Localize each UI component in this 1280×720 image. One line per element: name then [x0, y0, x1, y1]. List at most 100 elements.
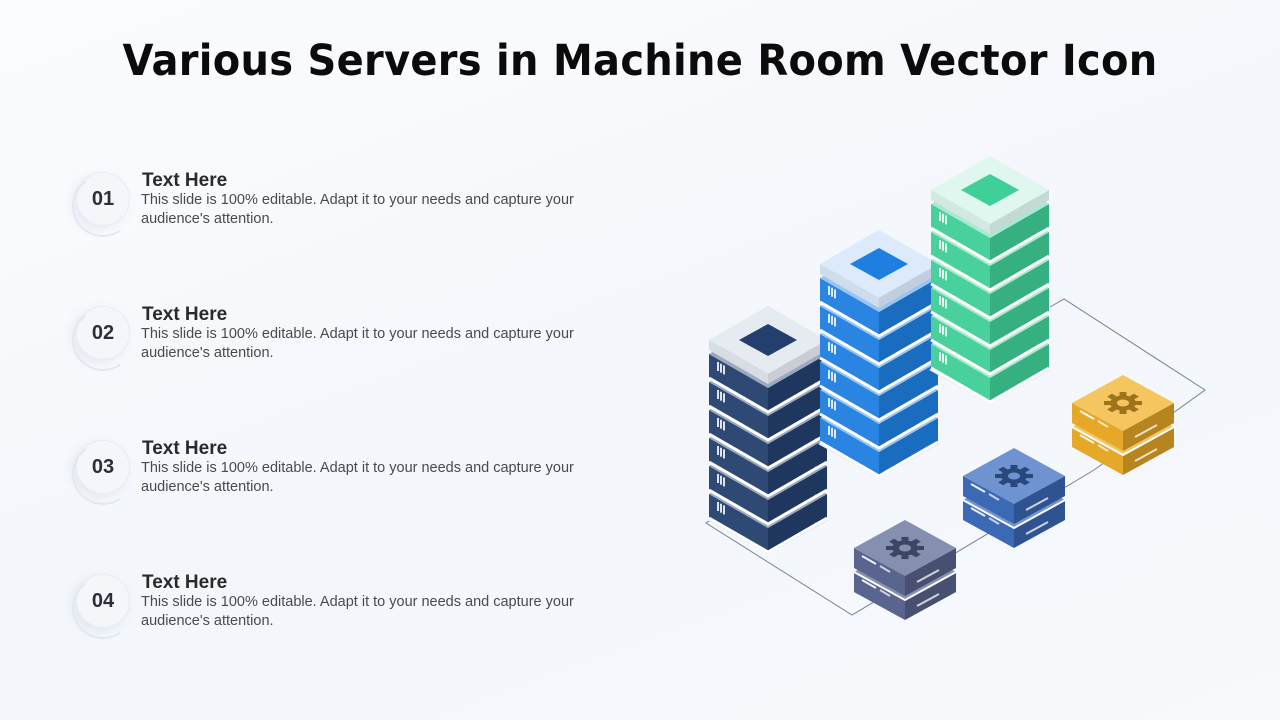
- led-strip: [879, 589, 891, 597]
- cap-panel: [739, 324, 797, 356]
- unit-seam: [819, 384, 939, 422]
- vent-slot: [945, 271, 947, 281]
- unit-seam: [930, 366, 1050, 404]
- vent-slot: [717, 362, 719, 371]
- vent-slot: [828, 314, 830, 323]
- unit-seam: [708, 432, 828, 470]
- vent-slot: [717, 502, 719, 511]
- vent-slot: [834, 401, 836, 411]
- vent-slot: [720, 447, 722, 457]
- vent-slot: [939, 268, 941, 277]
- item-heading: Text Here: [142, 170, 228, 191]
- vent-slot: [831, 371, 833, 381]
- vent-slot: [834, 345, 836, 355]
- unit-seam: [708, 488, 828, 526]
- tower-cap: [709, 306, 827, 384]
- vent-slot: [831, 399, 833, 409]
- vent-slot: [942, 269, 944, 279]
- led-strip: [1134, 424, 1158, 438]
- server-room-illustration: [705, 156, 1206, 620]
- led-strip: [1134, 448, 1158, 462]
- led-strip: [879, 565, 891, 573]
- led-strip: [1079, 410, 1095, 420]
- vent-slot: [723, 365, 725, 375]
- item-description: This slide is 100% editable. Adapt it to…: [141, 192, 574, 227]
- server-slab: [963, 448, 1065, 524]
- tower-cap: [820, 230, 938, 308]
- vent-slot: [828, 426, 830, 435]
- vent-slot: [945, 243, 947, 253]
- vent-slot: [717, 446, 719, 455]
- vent-slot: [717, 474, 719, 483]
- server-towers: [707, 156, 1051, 554]
- vent-slot: [834, 289, 836, 299]
- unit-seam: [708, 404, 828, 442]
- led-strip: [1097, 444, 1109, 452]
- slab-seam: [853, 571, 957, 602]
- vent-slot: [723, 421, 725, 431]
- vent-slot: [717, 390, 719, 399]
- unit-seam: [930, 226, 1050, 264]
- unit-seam: [819, 440, 939, 478]
- vent-slot: [828, 370, 830, 379]
- unit-seam: [708, 460, 828, 498]
- unit-seam: [708, 516, 828, 554]
- tower-cap: [931, 156, 1049, 234]
- vent-slot: [828, 342, 830, 351]
- vent-slot: [720, 391, 722, 401]
- led-strip: [988, 493, 1000, 501]
- unit-seam: [819, 356, 939, 394]
- vent-slot: [831, 427, 833, 437]
- item-heading: Text Here: [142, 438, 228, 459]
- vent-slot: [942, 213, 944, 223]
- vent-slot: [831, 287, 833, 297]
- number-badge: 02: [76, 306, 130, 360]
- vent-slot: [828, 286, 830, 295]
- blue-gear-server: [962, 448, 1066, 548]
- list-item-02: 02 Text Here This slide is 100% editable…: [76, 304, 596, 376]
- number-badge: 04: [76, 574, 130, 628]
- slab-seam: [962, 499, 1066, 530]
- led-strip: [916, 593, 940, 607]
- gear-icon: [1104, 391, 1142, 415]
- vent-slot: [828, 398, 830, 407]
- vent-slot: [723, 449, 725, 459]
- led-strip: [1025, 497, 1049, 511]
- vent-slot: [939, 296, 941, 305]
- list-item-04: 04 Text Here This slide is 100% editable…: [76, 572, 596, 644]
- vent-slot: [720, 503, 722, 513]
- vent-slot: [834, 429, 836, 439]
- led-strip: [916, 569, 940, 583]
- number-badge: 03: [76, 440, 130, 494]
- vent-slot: [834, 373, 836, 383]
- list-item-01: 01 Text Here This slide is 100% editable…: [76, 170, 596, 242]
- vent-slot: [939, 212, 941, 221]
- vent-slot: [945, 215, 947, 225]
- list-item-03: 03 Text Here This slide is 100% editable…: [76, 438, 596, 510]
- item-heading: Text Here: [142, 304, 228, 325]
- vent-slot: [831, 343, 833, 353]
- vent-slot: [717, 418, 719, 427]
- item-description: This slide is 100% editable. Adapt it to…: [141, 460, 574, 495]
- unit-seam: [819, 300, 939, 338]
- item-description: This slide is 100% editable. Adapt it to…: [141, 326, 574, 361]
- vent-slot: [834, 317, 836, 327]
- led-strip: [1097, 420, 1109, 428]
- gear-servers: [853, 375, 1175, 620]
- vent-slot: [939, 240, 941, 249]
- vent-slot: [945, 299, 947, 309]
- led-strip: [970, 483, 986, 493]
- unit-seam: [930, 282, 1050, 320]
- led-strip: [988, 517, 1000, 525]
- vent-slot: [945, 327, 947, 337]
- green-server-tower: [929, 156, 1051, 404]
- vent-slot: [945, 355, 947, 365]
- gear-icon: [995, 464, 1033, 488]
- server-slab: [854, 520, 956, 596]
- vent-slot: [942, 297, 944, 307]
- vent-slot: [942, 241, 944, 251]
- unit-seam: [819, 328, 939, 366]
- gray-gear-server: [853, 520, 957, 620]
- vent-slot: [723, 477, 725, 487]
- vent-slot: [939, 324, 941, 333]
